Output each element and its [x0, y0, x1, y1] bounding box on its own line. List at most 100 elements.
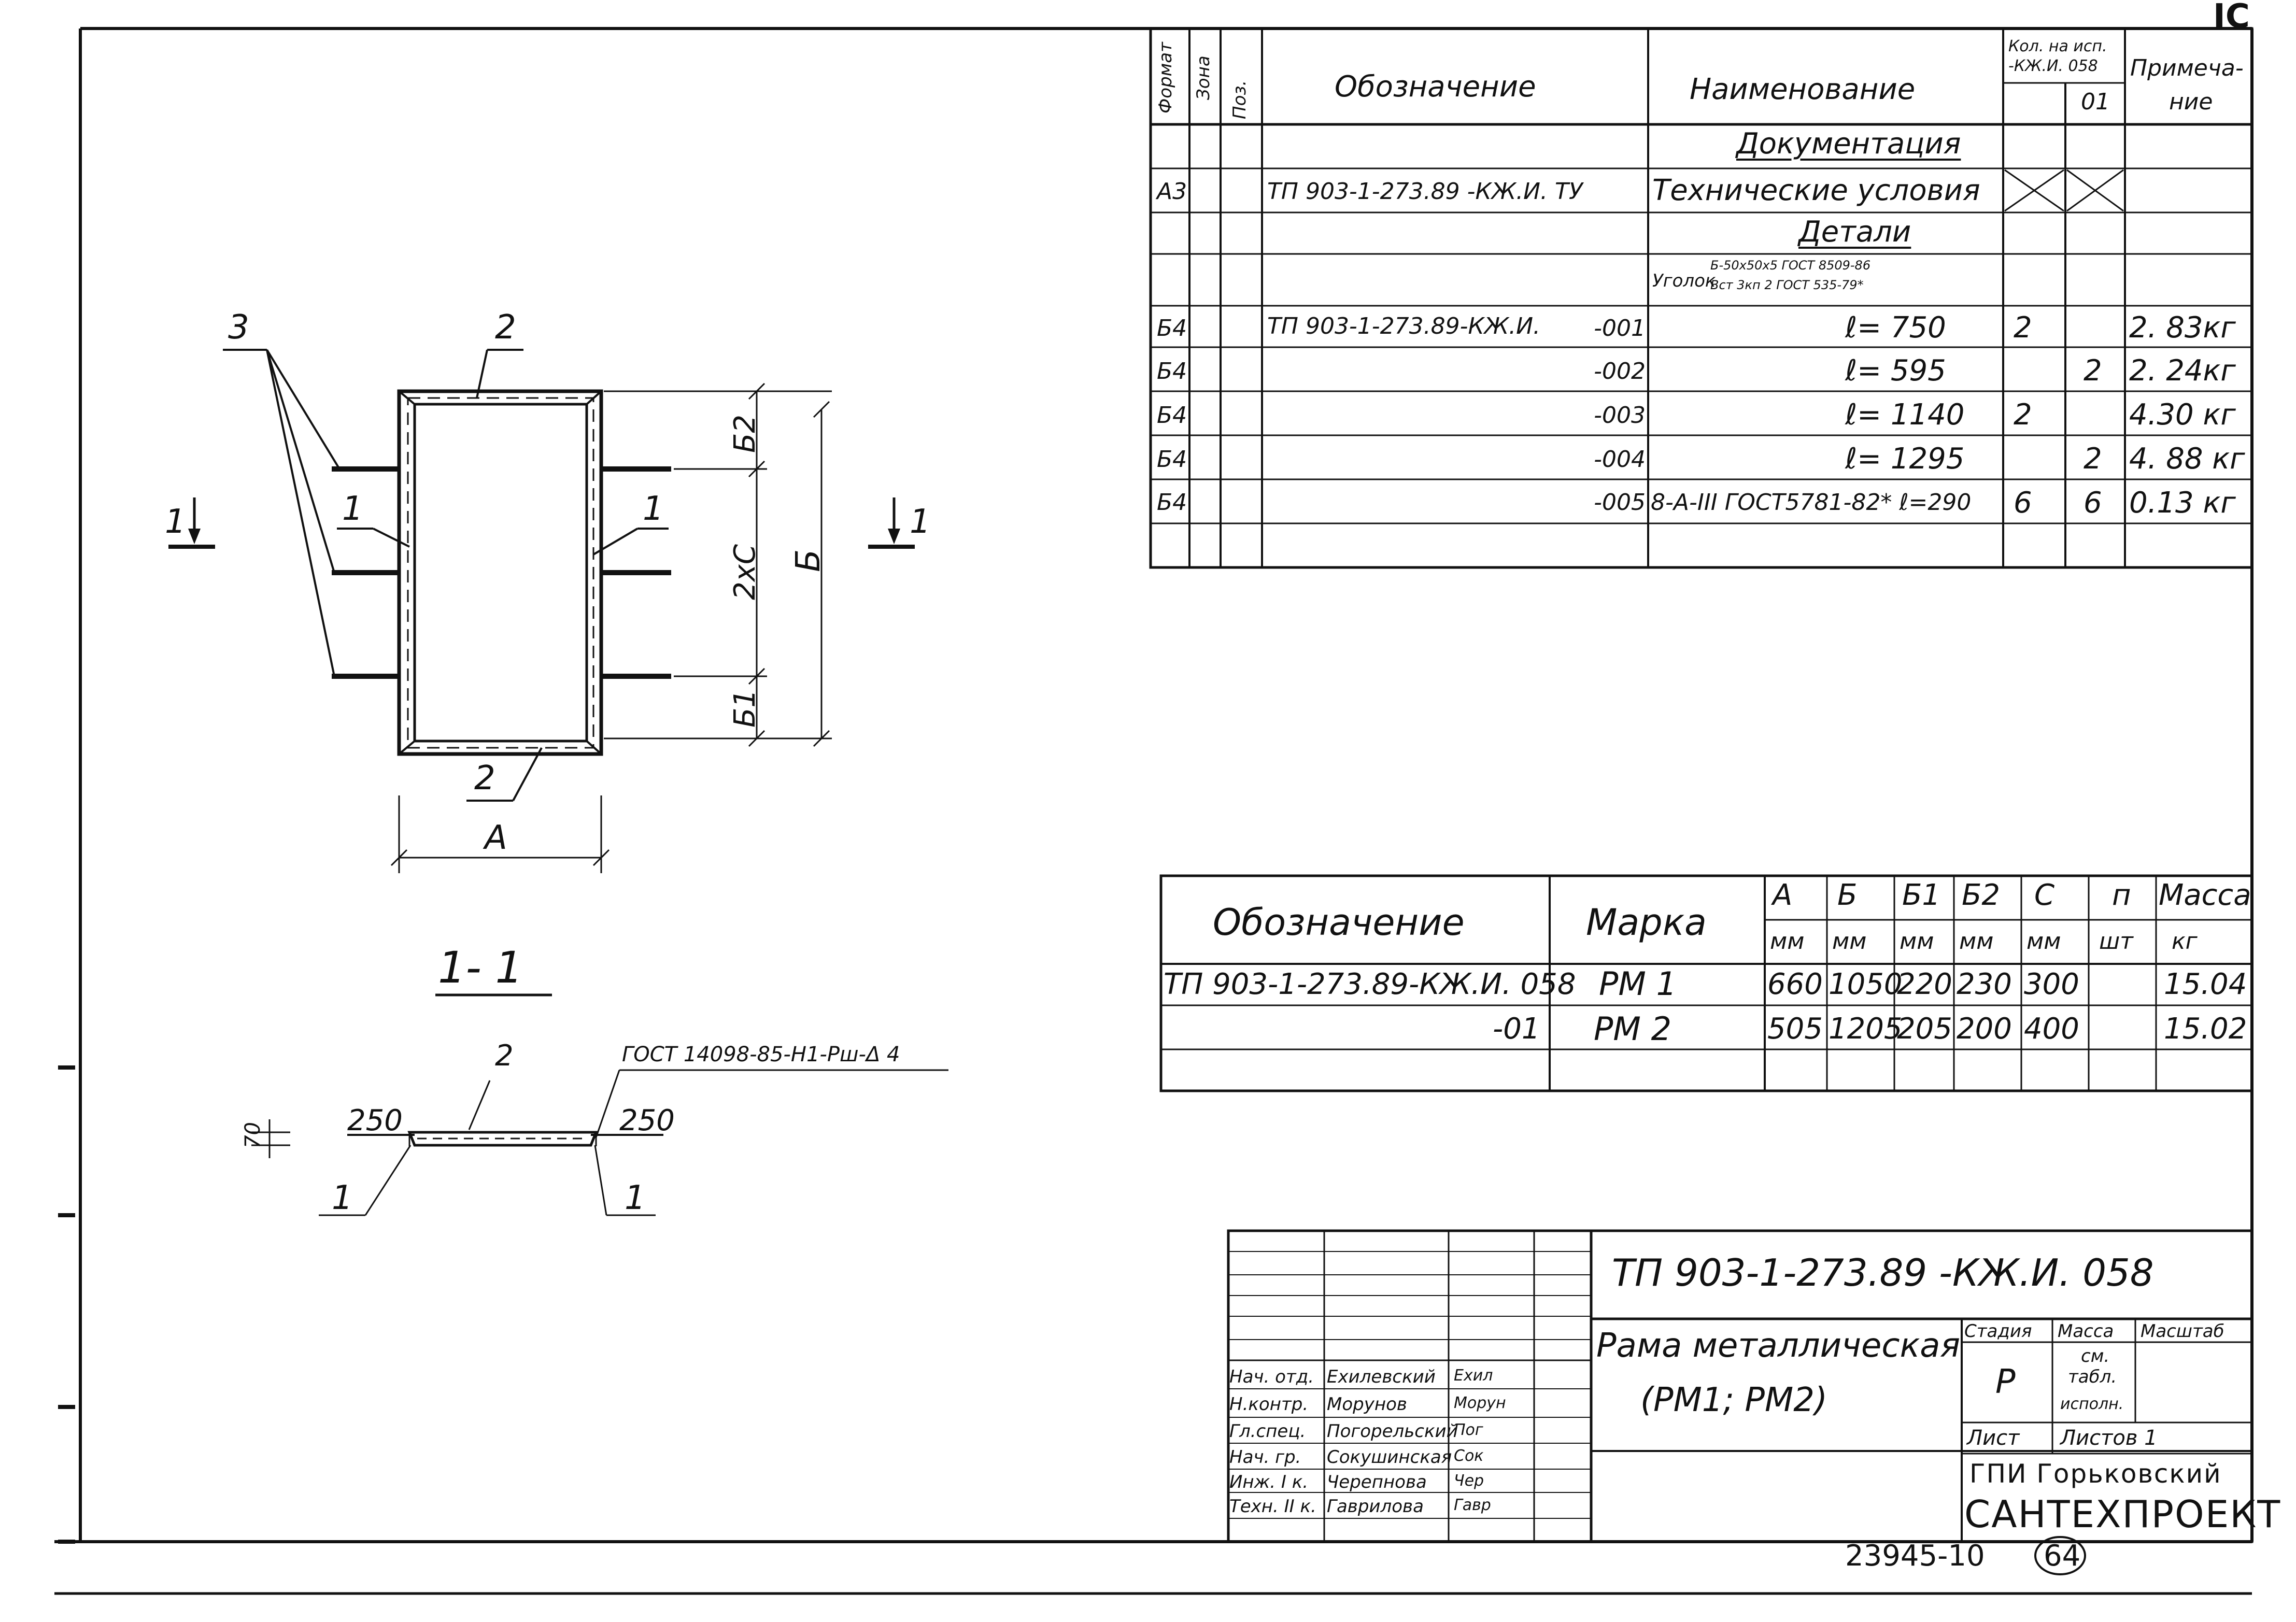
col-unit-b2: мм [1959, 928, 1994, 955]
row-note: 4. 88 кг [2129, 442, 2245, 476]
staff-name: Гаврилова [1327, 1496, 1424, 1517]
staff-role: Инж. I к. [1229, 1472, 1309, 1492]
doc-row-format: А3 [1157, 178, 1187, 205]
dim-b1-label: Б1 [728, 689, 762, 728]
row-qty-01: 2 [2084, 442, 2102, 476]
staff-name: Сокушинская [1327, 1447, 1452, 1468]
angle-name: Уголок [1652, 271, 1716, 291]
mass-value-1: см. [2081, 1346, 2110, 1367]
col-header-b: Б [1837, 878, 1858, 912]
marks-row-designation: -01 [1493, 1012, 1540, 1046]
staff-signature: Пог [1454, 1421, 1483, 1439]
col-header-b2: Б2 [1962, 878, 2001, 912]
section-position-1-right: 1 [625, 1179, 646, 1217]
staff-signature: Ехил [1454, 1367, 1493, 1385]
row-format: Б4 [1157, 489, 1187, 516]
marks-cell: 205 [1897, 1012, 1952, 1046]
staff-role: Техн. II к. [1229, 1496, 1316, 1517]
row-note: 0.13 кг [2129, 486, 2236, 520]
col-unit-mass: кг [2172, 928, 2198, 955]
row-format: Б4 [1157, 402, 1187, 429]
marks-row-designation: ТП 903-1-273.89-КЖ.И. 058 [1164, 967, 1576, 1001]
position-2-top-label: 2 [495, 308, 516, 347]
header-name: Наименование [1690, 73, 1916, 106]
staff-role: Нач. отд. [1229, 1367, 1314, 1387]
marks-cell: 220 [1897, 967, 1952, 1001]
col-unit-b1: мм [1900, 928, 1934, 955]
header-qty-variant: 01 [2081, 89, 2110, 115]
stage-value: Р [1995, 1363, 2016, 1401]
col-unit-c: мм [2026, 928, 2061, 955]
row-suffix: -003 [1594, 402, 1646, 429]
position-1-left-label: 1 [342, 490, 363, 528]
col-header-a: А [1773, 878, 1793, 912]
staff-signature: Чер [1454, 1472, 1484, 1490]
staff-name: Погорельский [1327, 1421, 1458, 1442]
stage-label: Стадия [1964, 1321, 2032, 1342]
header-qty-line2: -КЖ.И. 058 [2008, 57, 2098, 75]
staff-role: Гл.спец. [1229, 1421, 1306, 1442]
marks-cell: 300 [2024, 967, 2079, 1001]
sheet-label: Лист [1967, 1426, 2020, 1450]
row-qty-base: 6 [2014, 486, 2032, 520]
row-suffix: -005 [1594, 489, 1646, 516]
staff-role: Нач. гр. [1229, 1447, 1301, 1468]
section-title: 1- 1 [438, 942, 523, 993]
marks-cell: 230 [1957, 967, 2012, 1001]
dim-b-label: Б [789, 549, 828, 572]
corner-mark: IC [2213, 0, 2250, 36]
col-unit-a: мм [1770, 928, 1805, 955]
position-2-bottom-label: 2 [474, 759, 495, 798]
sheets-count: Листов 1 [2060, 1426, 2158, 1450]
dim-2xc-label: 2хС [728, 544, 762, 600]
page-number: 64 [2044, 1539, 2081, 1573]
dim-70: 70 [241, 1122, 265, 1148]
marks-cell: 15.02 [2164, 1012, 2247, 1046]
col-header-n: п [2112, 878, 2131, 912]
col-unit-n: шт [2099, 928, 2133, 955]
header-designation: Обозначение [1335, 70, 1536, 104]
header-zone: Зона [1193, 55, 1214, 101]
dim-250-left: 250 [347, 1104, 403, 1137]
row-name: ℓ= 1140 [1845, 398, 1965, 432]
document-code: ТП 903-1-273.89 -КЖ.И. 058 [1612, 1251, 2154, 1294]
marks-row-mark: РМ 2 [1594, 1010, 1672, 1048]
row-qty-01: 2 [2084, 354, 2102, 388]
staff-name: Ехилевский [1327, 1367, 1436, 1387]
detail-base-designation: ТП 903-1-273.89-КЖ.И. [1267, 313, 1541, 339]
row-note: 2. 83кг [2129, 311, 2236, 345]
position-3-label: 3 [228, 308, 249, 347]
organization-line1: ГПИ Горьковский [1969, 1459, 2222, 1489]
col-header-c: С [2034, 878, 2055, 912]
section-mark-right: 1 [910, 503, 931, 541]
scale-label: Масштаб [2141, 1321, 2224, 1342]
section-details: Детали [1798, 215, 1911, 249]
col-unit-b: мм [1832, 928, 1867, 955]
marks-cell: 1205 [1829, 1012, 1903, 1046]
marks-header-designation: Обозначение [1213, 901, 1465, 944]
staff-signature: Сок [1454, 1447, 1484, 1465]
header-format: Формат [1155, 42, 1176, 114]
angle-line1: Б-50х50х5 ГОСТ 8509-86 [1710, 258, 1871, 273]
dim-b2-label: Б2 [728, 415, 762, 453]
marks-cell: 200 [1957, 1012, 2012, 1046]
marks-cell: 660 [1767, 967, 1823, 1001]
dim-250-right: 250 [619, 1104, 675, 1137]
header-pos: Поз. [1229, 80, 1250, 119]
doc-row-name: Технические условия [1652, 174, 1980, 207]
doc-row-designation: ТП 903-1-273.89 -КЖ.И. ТУ [1267, 178, 1583, 205]
marks-row-mark: РМ 1 [1599, 965, 1677, 1003]
section-mark-left: 1 [165, 503, 186, 541]
row-format: Б4 [1157, 446, 1187, 473]
staff-signature: Гавр [1454, 1496, 1491, 1514]
staff-name: Черепнова [1327, 1472, 1427, 1492]
col-header-mass: Масса [2159, 878, 2251, 912]
mass-label: Масса [2058, 1321, 2114, 1342]
row-qty-base: 2 [2014, 311, 2032, 345]
col-header-b1: Б1 [1902, 878, 1941, 912]
staff-role: Н.контр. [1229, 1394, 1309, 1415]
row-note: 4.30 кг [2129, 398, 2236, 432]
section-documentation: Документация [1736, 127, 1961, 161]
